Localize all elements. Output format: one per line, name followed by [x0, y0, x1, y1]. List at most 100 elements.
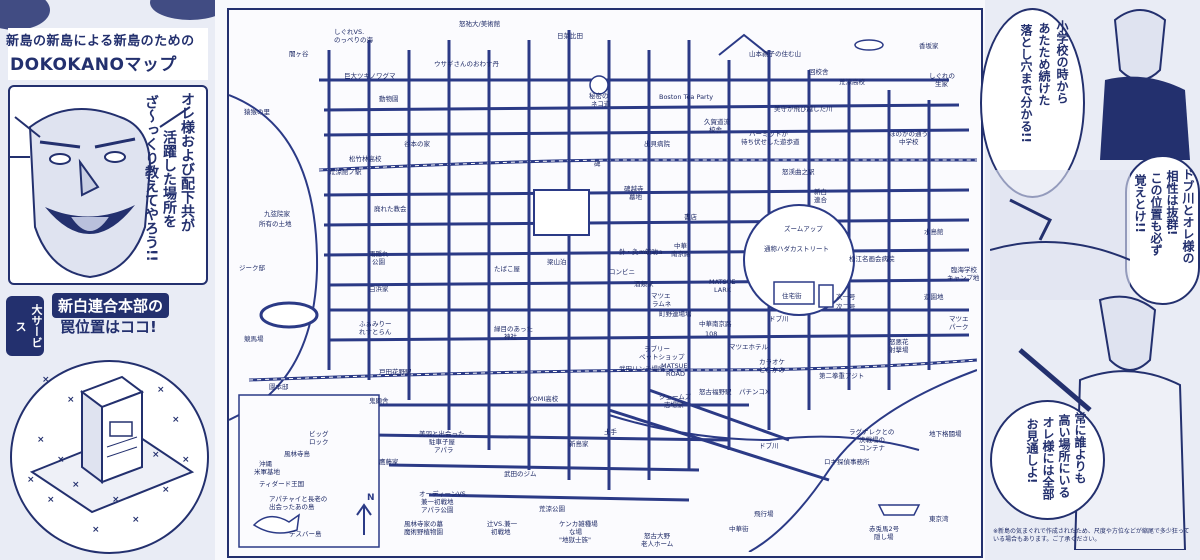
map-label: 住宅街 [782, 292, 802, 300]
map-label: 怒祐大/美術館 [459, 20, 501, 28]
bubble1-line3: 落とし穴まで分かる!! [1019, 24, 1033, 143]
map-label: 出貝病院 [644, 140, 670, 148]
svg-text:×: × [92, 525, 100, 535]
map-label: マツエホテル [729, 343, 768, 351]
map-label: 回校舎 [809, 68, 829, 76]
map-label: 谷本の家 [404, 140, 430, 148]
map-label: 園本邸 [269, 383, 289, 391]
map-label: 武田のジム [504, 470, 537, 478]
map-label: 土手 [604, 428, 617, 436]
headline-line2: 罠位置はココ! [60, 318, 157, 336]
title-line2: DOKOKANOマップ [10, 55, 177, 75]
map-label: アパラ公園 [421, 506, 454, 514]
headline-line1: 新白連合本部の [52, 293, 170, 318]
map-label: 松江名画会病院 [849, 255, 895, 263]
bubble2-line4: 覚えとけ!! [1133, 174, 1147, 233]
map-label: 墓地 [629, 193, 642, 201]
bubble2-line2: 相性は抜群! [1165, 170, 1179, 236]
map-label: カラオケ [759, 358, 785, 366]
map-label: ドブ川 [759, 442, 779, 450]
ufo-icon [854, 39, 884, 51]
map-label: オーディーンVS. [419, 490, 468, 498]
map-label: 闇ヶ谷 [289, 50, 309, 58]
road-network: N [229, 30, 977, 552]
map-label: しぐれの [929, 72, 955, 80]
ink-splat [0, 0, 50, 30]
map-label: 荒涼高校 [839, 78, 865, 86]
svg-text:×: × [182, 455, 190, 465]
ship-icon [877, 504, 921, 516]
map-label: な場 [569, 528, 582, 536]
map-label: MATSUE [661, 362, 688, 370]
map-label: 臨海学校 [951, 266, 977, 274]
race-track [259, 301, 319, 329]
map-label: 雨隠れ [369, 250, 389, 258]
map-label: 米軍基地 [254, 468, 280, 476]
hq-trap-illustration: ××× ××× ××× ××× ××× [10, 360, 209, 554]
svg-text:×: × [67, 395, 75, 405]
map-label: 飛行場 [754, 510, 774, 518]
map-label: "地獄士族" [559, 536, 591, 544]
map-label: ロキ探偵事務所 [824, 458, 870, 466]
bubble3-line2: 高い場所にいる [1057, 414, 1071, 498]
map-label: 競馬場 [244, 335, 264, 343]
map-label: 白浜家 [369, 285, 389, 293]
svg-text:×: × [27, 475, 35, 485]
map-label: 廃れた教会 [374, 205, 407, 213]
left-panel: 新島の新島による新島のための DOKOKANOマップ オレ様および配下共が 活躍… [0, 0, 230, 560]
map-label: アパチャイと長老の [269, 495, 328, 503]
map-label: 武田リンチ場所 [619, 365, 665, 373]
map-label: どこかの [759, 366, 785, 374]
map-label: パチンコX [739, 388, 770, 396]
whale-icon [252, 513, 300, 534]
map-label: 次一号 [836, 293, 856, 301]
hq-building-icon: ××× ××× ××× ××× ××× [27, 375, 195, 535]
bubble2-line3: この位置も必ず [1149, 172, 1163, 256]
right-panel: 小学校の時から あたため続けた 落とし穴まで分かる!! ドブ川とオレ様の 相性は… [980, 0, 1200, 560]
map-label: 動物園 [379, 95, 399, 103]
map-label: 所有の土地 [259, 220, 292, 228]
bubble3-line1: 常に誰よりも [1073, 412, 1087, 484]
map-label: コンテナ [859, 444, 885, 452]
map-label: 志場家 [664, 401, 684, 409]
map-label: ラムネ [652, 300, 672, 308]
map-label: 怒古大野 [644, 532, 670, 540]
map-label: ネコ道 [591, 100, 611, 108]
map-label: 酒類家 [634, 280, 654, 288]
svg-text:×: × [72, 480, 80, 490]
map-label: デスバー島 [289, 530, 322, 538]
map-label: 美守が飛び越した川 [774, 105, 833, 113]
map-label: 風林寺島 [284, 450, 310, 458]
bubble3-line4: お見通しよ! [1025, 418, 1039, 484]
map-label: 戸田花野駅 [379, 368, 412, 376]
map-label: 鬼顕舎 [369, 397, 389, 405]
map-label: 猿猴の里 [244, 108, 270, 116]
map-label: 香坂家 [919, 42, 939, 50]
map-label: 新白 [814, 188, 827, 196]
map-label: たばこ屋 [494, 265, 520, 273]
map-label: 魔術野植物園 [404, 528, 443, 536]
map-label: 神社 [504, 333, 517, 341]
map-label: マツエ [949, 315, 969, 323]
svg-text:×: × [132, 515, 140, 525]
map-label: 美羽と出会った [419, 430, 465, 438]
title-line1: 新島の新島による新島のための [6, 34, 195, 49]
map-label: 次二号 [836, 303, 856, 311]
map-label: 町野連場場 [659, 310, 692, 318]
map-label: 辻VS.兼一 [487, 520, 518, 528]
compass-label: N [367, 493, 375, 503]
map-label: 公園 [372, 258, 385, 266]
map-label: 風林寺家の墓 [404, 520, 443, 528]
map-label: 中学校 [899, 138, 919, 146]
map-label: 東京湾 [929, 515, 949, 523]
svg-text:×: × [157, 385, 165, 395]
compass-arrow [356, 503, 372, 535]
map-label: ラグナレクとの [849, 428, 895, 436]
character-panel [8, 85, 208, 285]
bubble1-line2: あたため続けた [1037, 22, 1051, 106]
map-label: 校舎 [709, 126, 722, 134]
map-label: 兼一初戦地 [421, 498, 454, 506]
svg-text:×: × [112, 495, 120, 505]
ink-splat [150, 0, 230, 20]
map-label: 初戦地 [491, 528, 511, 536]
